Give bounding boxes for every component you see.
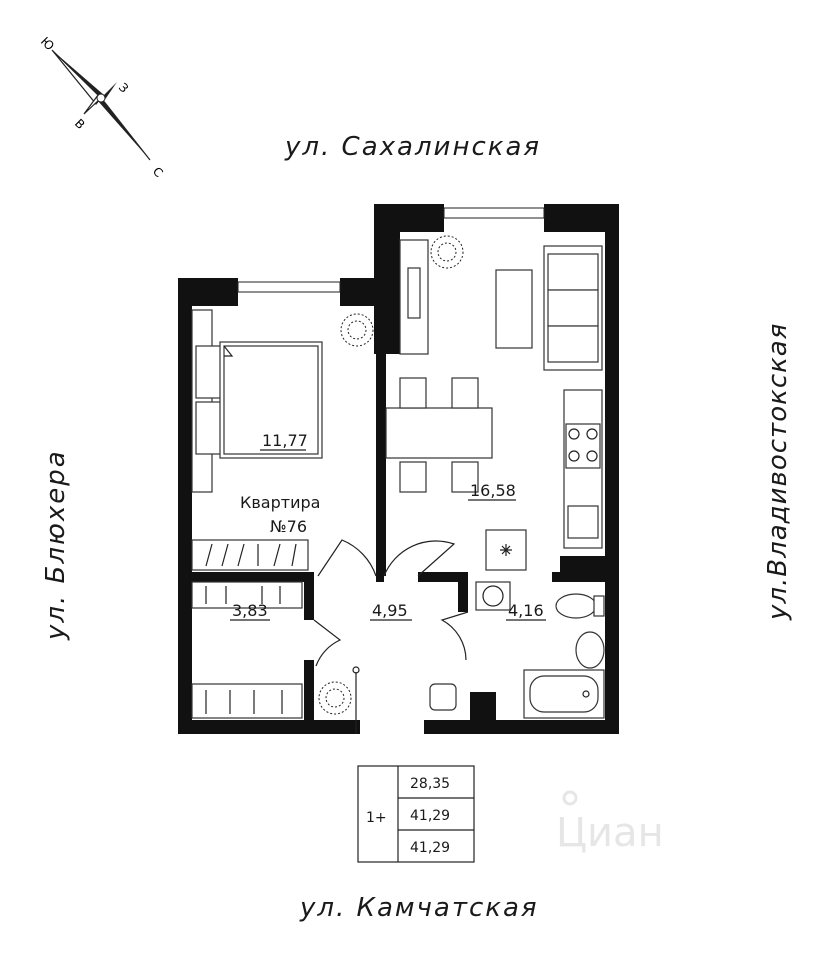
living-area: 28,35: [410, 776, 450, 792]
hall-area: 4,95: [372, 601, 408, 620]
bathroom-fixtures: [475, 581, 605, 719]
bedroom-area: 11,77: [262, 431, 308, 450]
plant-icon: [318, 681, 352, 715]
doors: [313, 539, 469, 734]
storage-area: 3,83: [232, 601, 268, 620]
compass-south-label: Ю: [38, 34, 57, 53]
cian-watermark: Циан: [556, 790, 664, 856]
compass-rose-icon: Ю З В С: [38, 34, 166, 180]
apartment-label: Квартира: [240, 493, 320, 512]
street-bottom: ул. Камчатская: [299, 893, 539, 923]
compass-west-label: З: [116, 80, 131, 95]
bedroom-furniture: [191, 309, 374, 571]
hall-furniture: [318, 681, 457, 715]
apartment-number: №76: [270, 517, 307, 536]
kitchen-area: 16,58: [470, 481, 516, 500]
kitchen-furniture: [385, 235, 603, 571]
street-right: ул.Владивостокская: [763, 323, 793, 621]
compass-east-label: В: [72, 116, 88, 132]
watermark-text: Циан: [556, 810, 664, 856]
area-summary-table: 1+ 28,35 41,29 41,29: [357, 765, 475, 863]
compass-north-label: С: [150, 164, 166, 180]
street-top: ул. Сахалинская: [284, 132, 541, 162]
storage-furniture: [191, 581, 303, 719]
plant-icon: [430, 235, 464, 269]
rooms-count: 1+: [366, 810, 387, 826]
total-area-with-balcony: 41,29: [410, 840, 450, 856]
total-area: 41,29: [410, 808, 450, 824]
street-left: ул. Блюхера: [41, 449, 71, 641]
walls: [178, 204, 619, 734]
plant-icon: [340, 313, 374, 347]
bathroom-area: 4,16: [508, 601, 544, 620]
